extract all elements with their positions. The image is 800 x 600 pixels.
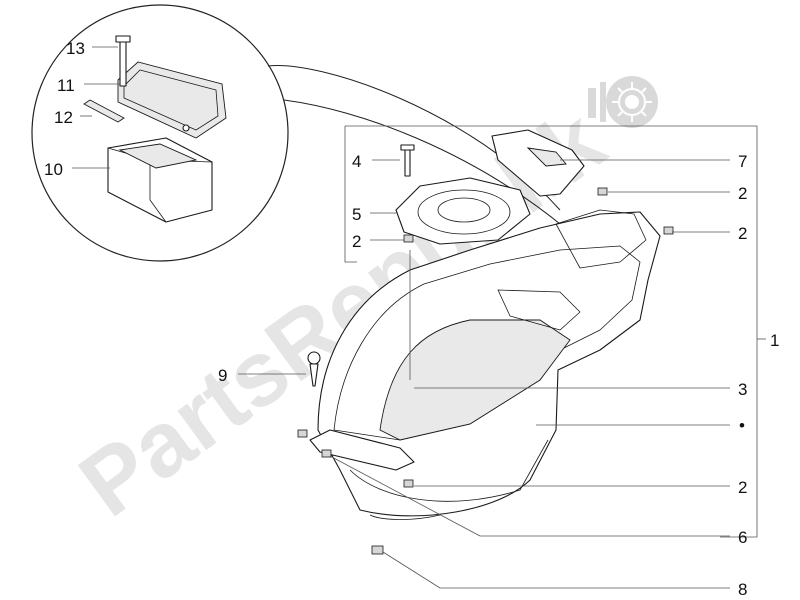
battery-strip <box>83 99 125 123</box>
callout-1: 1 <box>770 331 779 350</box>
callout-2-b: 2 <box>738 184 747 203</box>
callout-2-d: 2 <box>738 478 747 497</box>
gasket-ring <box>395 177 531 245</box>
callout-7: 7 <box>738 152 747 171</box>
gear-icon <box>588 76 658 128</box>
battery-cover <box>117 61 227 139</box>
helmet-compartment <box>309 209 661 520</box>
callout-3: 3 <box>738 380 747 399</box>
leader-lines <box>72 46 730 589</box>
callout-2-c: 2 <box>738 224 747 243</box>
screw-9 <box>307 351 321 387</box>
frame-bracket <box>344 125 766 538</box>
callout-9: 9 <box>218 366 227 385</box>
clip-nuts <box>297 187 674 555</box>
callout-11: 11 <box>57 76 75 95</box>
battery-screw <box>115 35 131 87</box>
callout-bullet: • <box>739 416 745 435</box>
callout-12: 12 <box>54 108 73 127</box>
callout-2-a: 2 <box>352 232 361 251</box>
battery-box <box>107 137 213 223</box>
callout-10: 10 <box>44 160 63 179</box>
latch-cover <box>491 129 585 197</box>
callout-6: 6 <box>738 528 747 547</box>
gasket-screw <box>400 144 415 177</box>
callout-13: 13 <box>66 39 85 58</box>
callout-4: 4 <box>352 152 361 171</box>
callout-5: 5 <box>352 205 361 224</box>
callout-labels: 13 11 12 10 4 5 2 7 2 2 1 9 3 • 2 6 8 <box>44 39 779 599</box>
callout-8: 8 <box>738 580 747 599</box>
